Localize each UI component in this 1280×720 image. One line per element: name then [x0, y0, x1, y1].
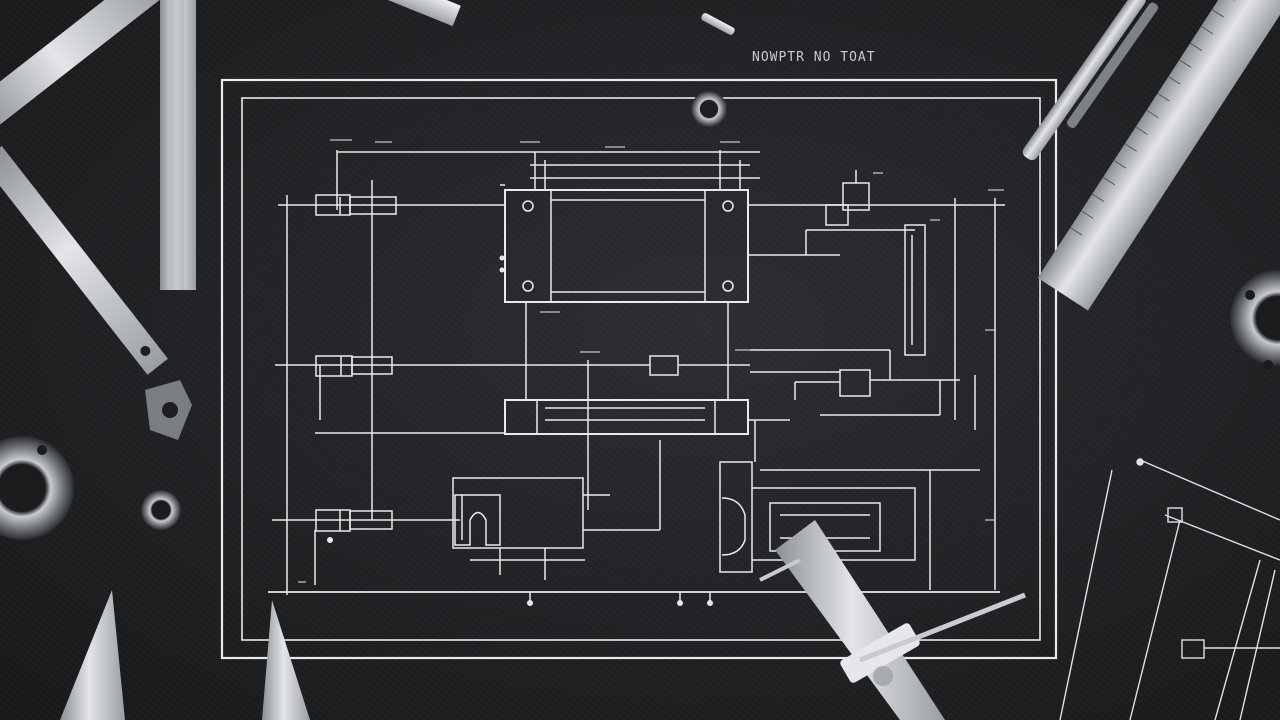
tweezer-tool: [1022, 0, 1159, 161]
compass-divider: [759, 520, 1026, 720]
metal-pin: [701, 13, 735, 35]
second-sheet: [1059, 458, 1280, 720]
metal-ring-top: [691, 91, 727, 127]
sheet-border: [220, 78, 1058, 660]
schematic-lines: [268, 150, 1005, 605]
metal-piece-top: [378, 0, 461, 27]
steel-ruler-diagonal: [0, 145, 168, 375]
blueprint-title: NOWPTR NO TOAT: [752, 50, 876, 65]
triangle-right: [262, 600, 310, 720]
triangle-left: [60, 590, 125, 720]
metal-flange-left: [0, 436, 74, 540]
node-dots: [327, 255, 713, 606]
metal-flange-right: [1230, 270, 1280, 370]
steel-ruler-right: [1037, 0, 1280, 311]
dimension-ticks: [298, 139, 1004, 583]
steel-ruler-left: [0, 0, 164, 133]
hex-nut: [141, 490, 181, 530]
